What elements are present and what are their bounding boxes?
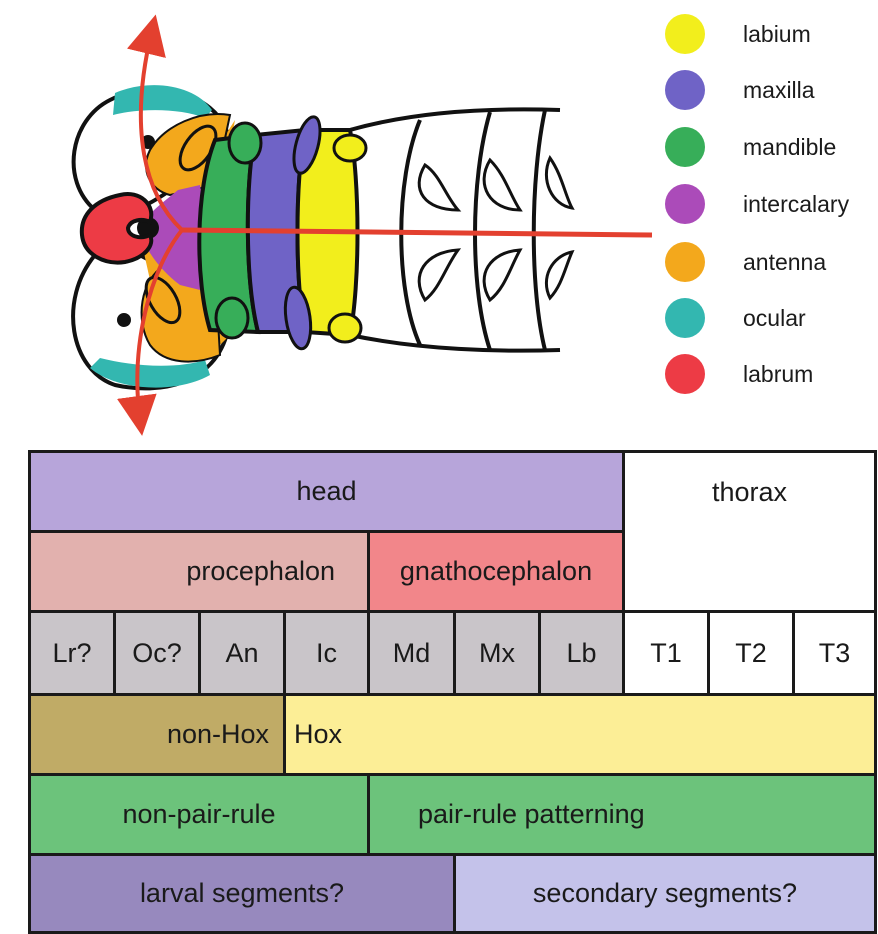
legend-item-labium: labium [665,14,811,54]
legend-label-labium: labium [743,21,811,48]
pair-rule-patterning-cell: pair-rule patterning [367,773,877,856]
legend-label-intercalary: intercalary [743,191,849,218]
mandible-appendage-lower [216,298,248,338]
segment-cell-lb: Lb [538,610,625,696]
embryo-illustration [0,0,660,440]
legend-label-mandible: mandible [743,134,836,161]
segment-table: head thorax procephalon gnathocephalon L… [28,450,877,934]
secondary-segments-cell: secondary segments? [453,853,877,934]
labium-appendage-upper [334,135,366,161]
segment-cell-ic: Ic [283,610,370,696]
legend-item-maxilla: maxilla [665,70,815,110]
leg-bud-t3-upper [546,158,572,208]
leg-bud-t2-lower [484,250,520,300]
larval-segments-cell: larval segments? [28,853,456,934]
legend-swatch-ocular [665,298,705,338]
gnathocephalon-cell: gnathocephalon [367,530,625,613]
procephalon-cell: procephalon [28,530,370,613]
thoracic-segment-border-3 [534,110,545,350]
segment-cell-an: An [198,610,286,696]
head-cell: head [28,450,625,533]
eye-dot-lower [117,313,131,327]
legend-item-ocular: ocular [665,298,806,338]
leg-bud-t1-lower [419,250,458,300]
legend-swatch-intercalary [665,184,705,224]
segment-cell-lr: Lr? [28,610,116,696]
legend-item-mandible: mandible [665,127,836,167]
non-hox-cell: non-Hox [28,693,286,776]
leg-bud-t2-upper [484,160,520,210]
legend-item-antenna: antenna [665,242,826,282]
segment-cell-t3: T3 [792,610,877,696]
legend-swatch-mandible [665,127,705,167]
segment-cell-oc: Oc? [113,610,201,696]
legend-item-intercalary: intercalary [665,184,849,224]
leg-bud-t1-upper [419,165,458,210]
segment-cell-md: Md [367,610,456,696]
legend-label-antenna: antenna [743,249,826,276]
legend-swatch-labrum [665,354,705,394]
leg-bud-t3-lower [546,252,572,298]
legend-label-labrum: labrum [743,361,813,388]
segment-cell-mx: Mx [453,610,541,696]
segment-cell-t2: T2 [707,610,795,696]
legend-label-ocular: ocular [743,305,806,332]
legend-swatch-maxilla [665,70,705,110]
legend-label-maxilla: maxilla [743,77,815,104]
thorax-cell: thorax [622,450,877,616]
segment-cell-t1: T1 [622,610,710,696]
hox-cell: Hox [283,693,877,776]
legend-swatch-antenna [665,242,705,282]
labium-appendage-lower [329,314,361,342]
legend-item-labrum: labrum [665,354,813,394]
legend-swatch-labium [665,14,705,54]
mandible-appendage-upper [229,123,261,163]
non-pair-rule-cell: non-pair-rule [28,773,370,856]
